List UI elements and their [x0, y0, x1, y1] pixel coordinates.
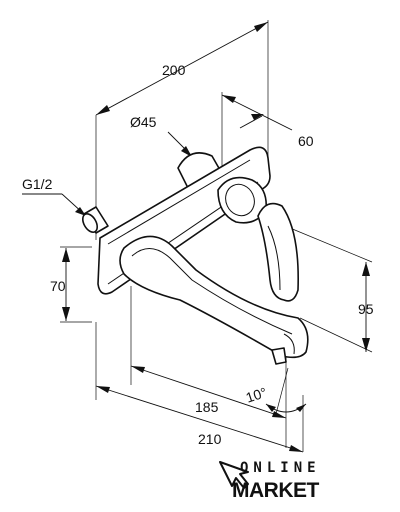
dimension-angle-10: 10° — [244, 367, 307, 415]
dimension-angle-label: 10° — [244, 384, 269, 406]
online-market-logo: ONLINE MARKET — [219, 460, 321, 502]
cursor-icon — [219, 461, 249, 489]
faucet-drawing — [81, 146, 309, 365]
dimension-60-label: 60 — [298, 133, 314, 149]
dimension-200: 200 — [95, 20, 269, 240]
dimension-95-label: 95 — [358, 301, 374, 317]
dimension-thread-g12: G1/2 — [22, 176, 86, 216]
dimension-200-label: 200 — [162, 62, 186, 78]
logo-line-online: ONLINE — [240, 460, 321, 476]
spout — [119, 235, 309, 359]
thread-pipe-end — [81, 213, 99, 233]
dimension-70-label: 70 — [50, 278, 66, 294]
logo-line-market: MARKET — [232, 479, 319, 502]
dimension-210-label: 210 — [198, 431, 222, 447]
aerator — [271, 347, 287, 365]
dimension-diameter-label: Ø45 — [130, 114, 157, 130]
dimension-70: 70 — [50, 246, 92, 323]
dimension-185: 185 — [130, 286, 287, 448]
dimension-210: 210 — [95, 322, 304, 453]
dimension-thread-label: G1/2 — [22, 176, 53, 192]
dimension-95: 95 — [289, 227, 374, 353]
lever-handle — [257, 202, 299, 302]
dimension-60: 60 — [221, 92, 314, 178]
dimension-185-label: 185 — [195, 399, 219, 415]
dimension-diameter-45: Ø45 — [130, 114, 192, 157]
